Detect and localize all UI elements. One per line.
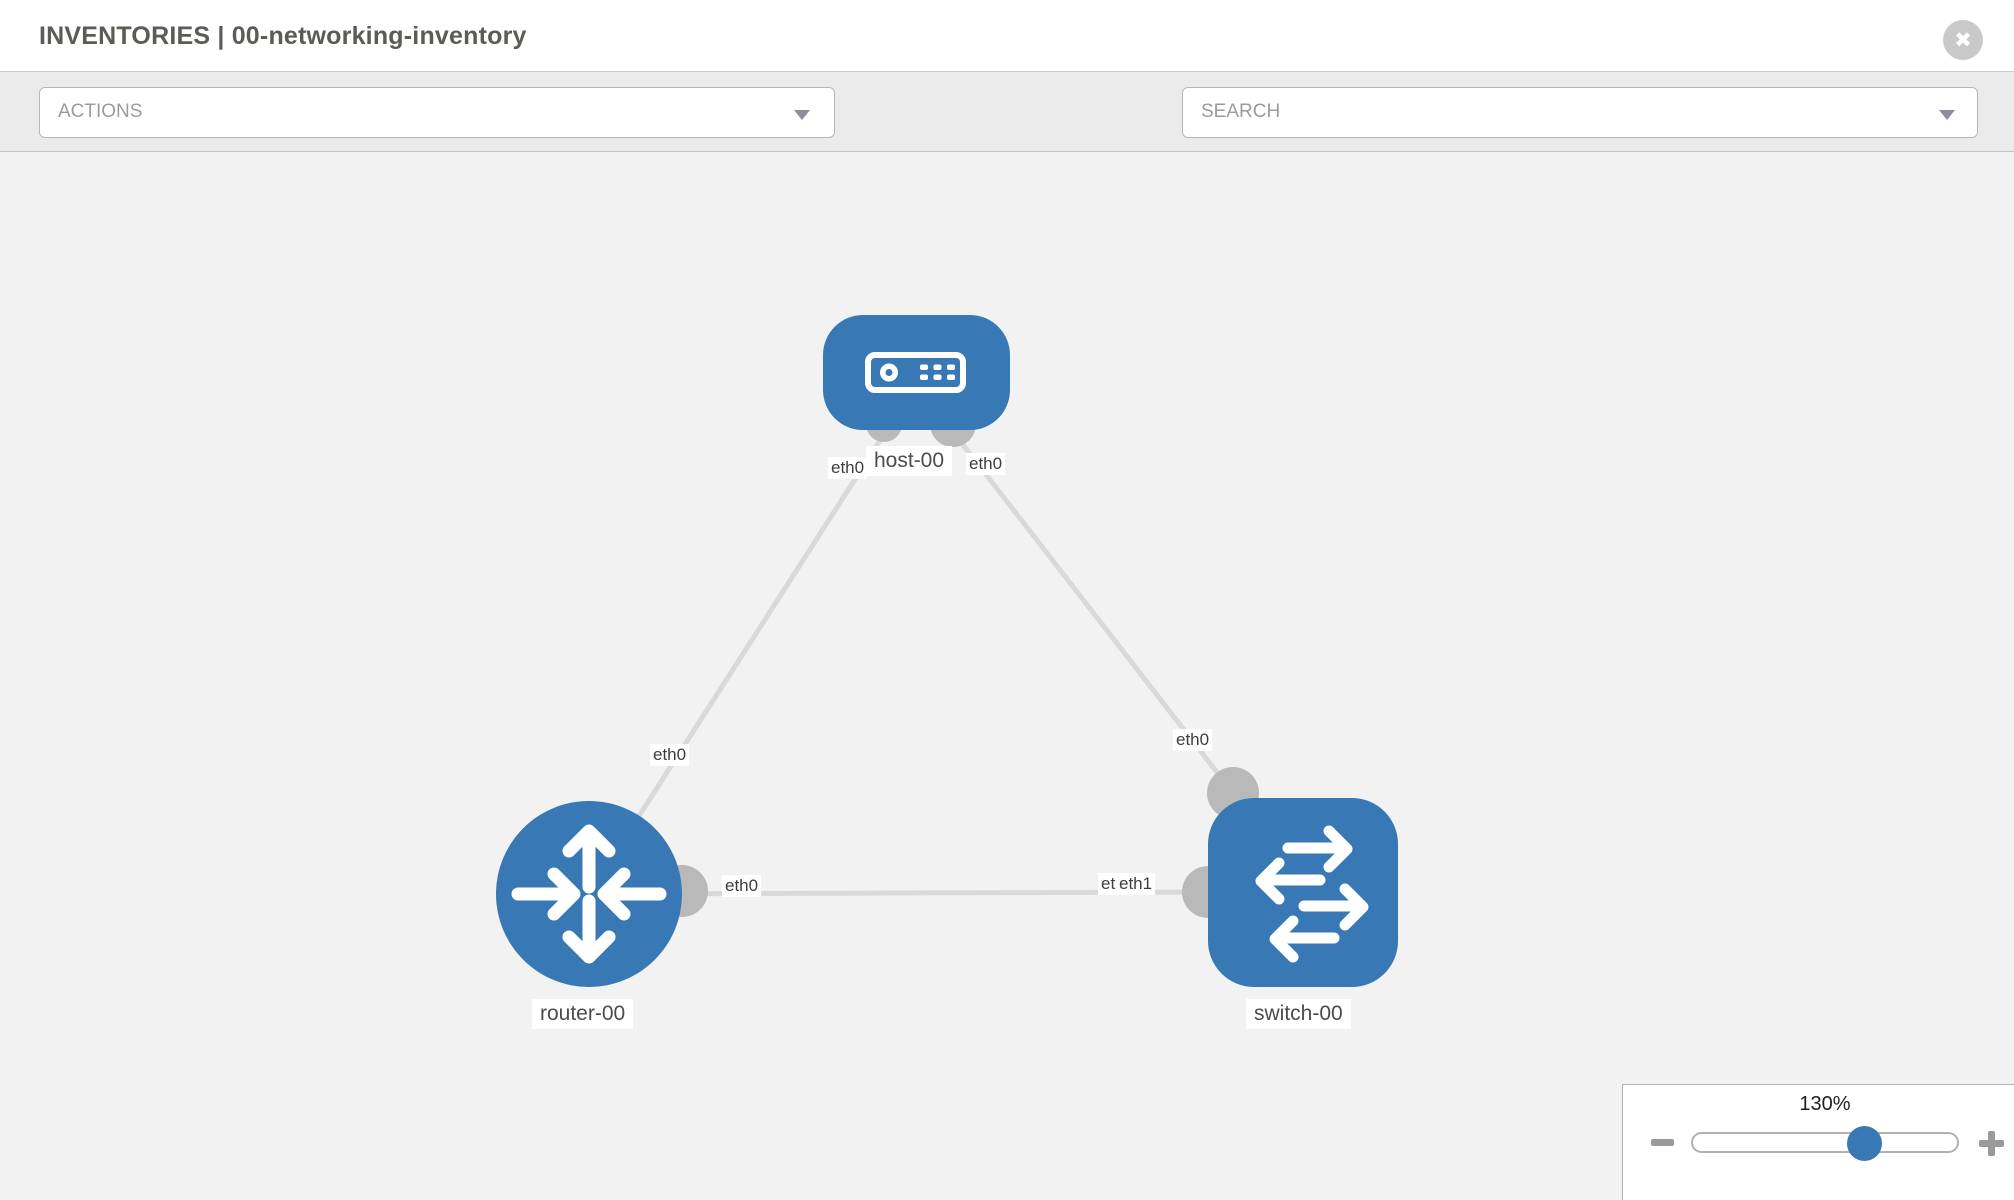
- host-icon: [865, 352, 966, 393]
- zoom-level-label: 130%: [1799, 1093, 1851, 1115]
- zoom-slider-thumb[interactable]: [1847, 1126, 1882, 1161]
- interface-label-host-switch-link: eth0: [1173, 729, 1213, 751]
- interface-label-router-end: eth0: [722, 875, 762, 897]
- router-icon: [511, 824, 667, 964]
- interface-label-host-right: eth0: [966, 453, 1006, 475]
- search-dropdown[interactable]: SEARCH: [1182, 87, 1978, 138]
- node-host-00[interactable]: [823, 315, 1010, 430]
- actions-dropdown-label: ACTIONS: [58, 101, 143, 122]
- actions-dropdown[interactable]: ACTIONS: [39, 87, 835, 138]
- chevron-down-icon: [1939, 110, 1955, 120]
- close-icon: ✖: [1954, 28, 1972, 52]
- interface-label-host-left: eth0: [828, 457, 868, 479]
- zoom-panel: 130%: [1622, 1084, 2014, 1200]
- node-label-host: host-00: [866, 446, 953, 476]
- zoom-slider[interactable]: [1691, 1132, 1959, 1153]
- node-label-switch: switch-00: [1246, 999, 1351, 1029]
- header: INVENTORIES | 00-networking-inventory ✖: [0, 0, 2014, 72]
- chevron-down-icon: [794, 110, 810, 120]
- close-button[interactable]: ✖: [1943, 20, 1983, 60]
- interface-label-host-router-link: eth0: [650, 744, 690, 766]
- toolbar: ACTIONS SEARCH: [0, 72, 2014, 207]
- links-layer: [586, 401, 1259, 918]
- node-label-router: router-00: [532, 999, 634, 1029]
- switch-icon: [1255, 825, 1369, 963]
- zoom-in-button[interactable]: [1979, 1131, 2004, 1156]
- node-switch-00[interactable]: [1208, 798, 1398, 987]
- interface-label-switch-end-front: eth1: [1116, 873, 1156, 895]
- plus-icon: [1988, 1131, 1995, 1156]
- topology-canvas[interactable]: host-00 router-00 switch-00 eth0 eth0 et…: [0, 152, 2014, 1200]
- node-router-00[interactable]: [496, 801, 682, 987]
- page-title: INVENTORIES | 00-networking-inventory: [39, 22, 527, 50]
- search-dropdown-label: SEARCH: [1201, 101, 1281, 122]
- zoom-out-button[interactable]: [1651, 1139, 1674, 1146]
